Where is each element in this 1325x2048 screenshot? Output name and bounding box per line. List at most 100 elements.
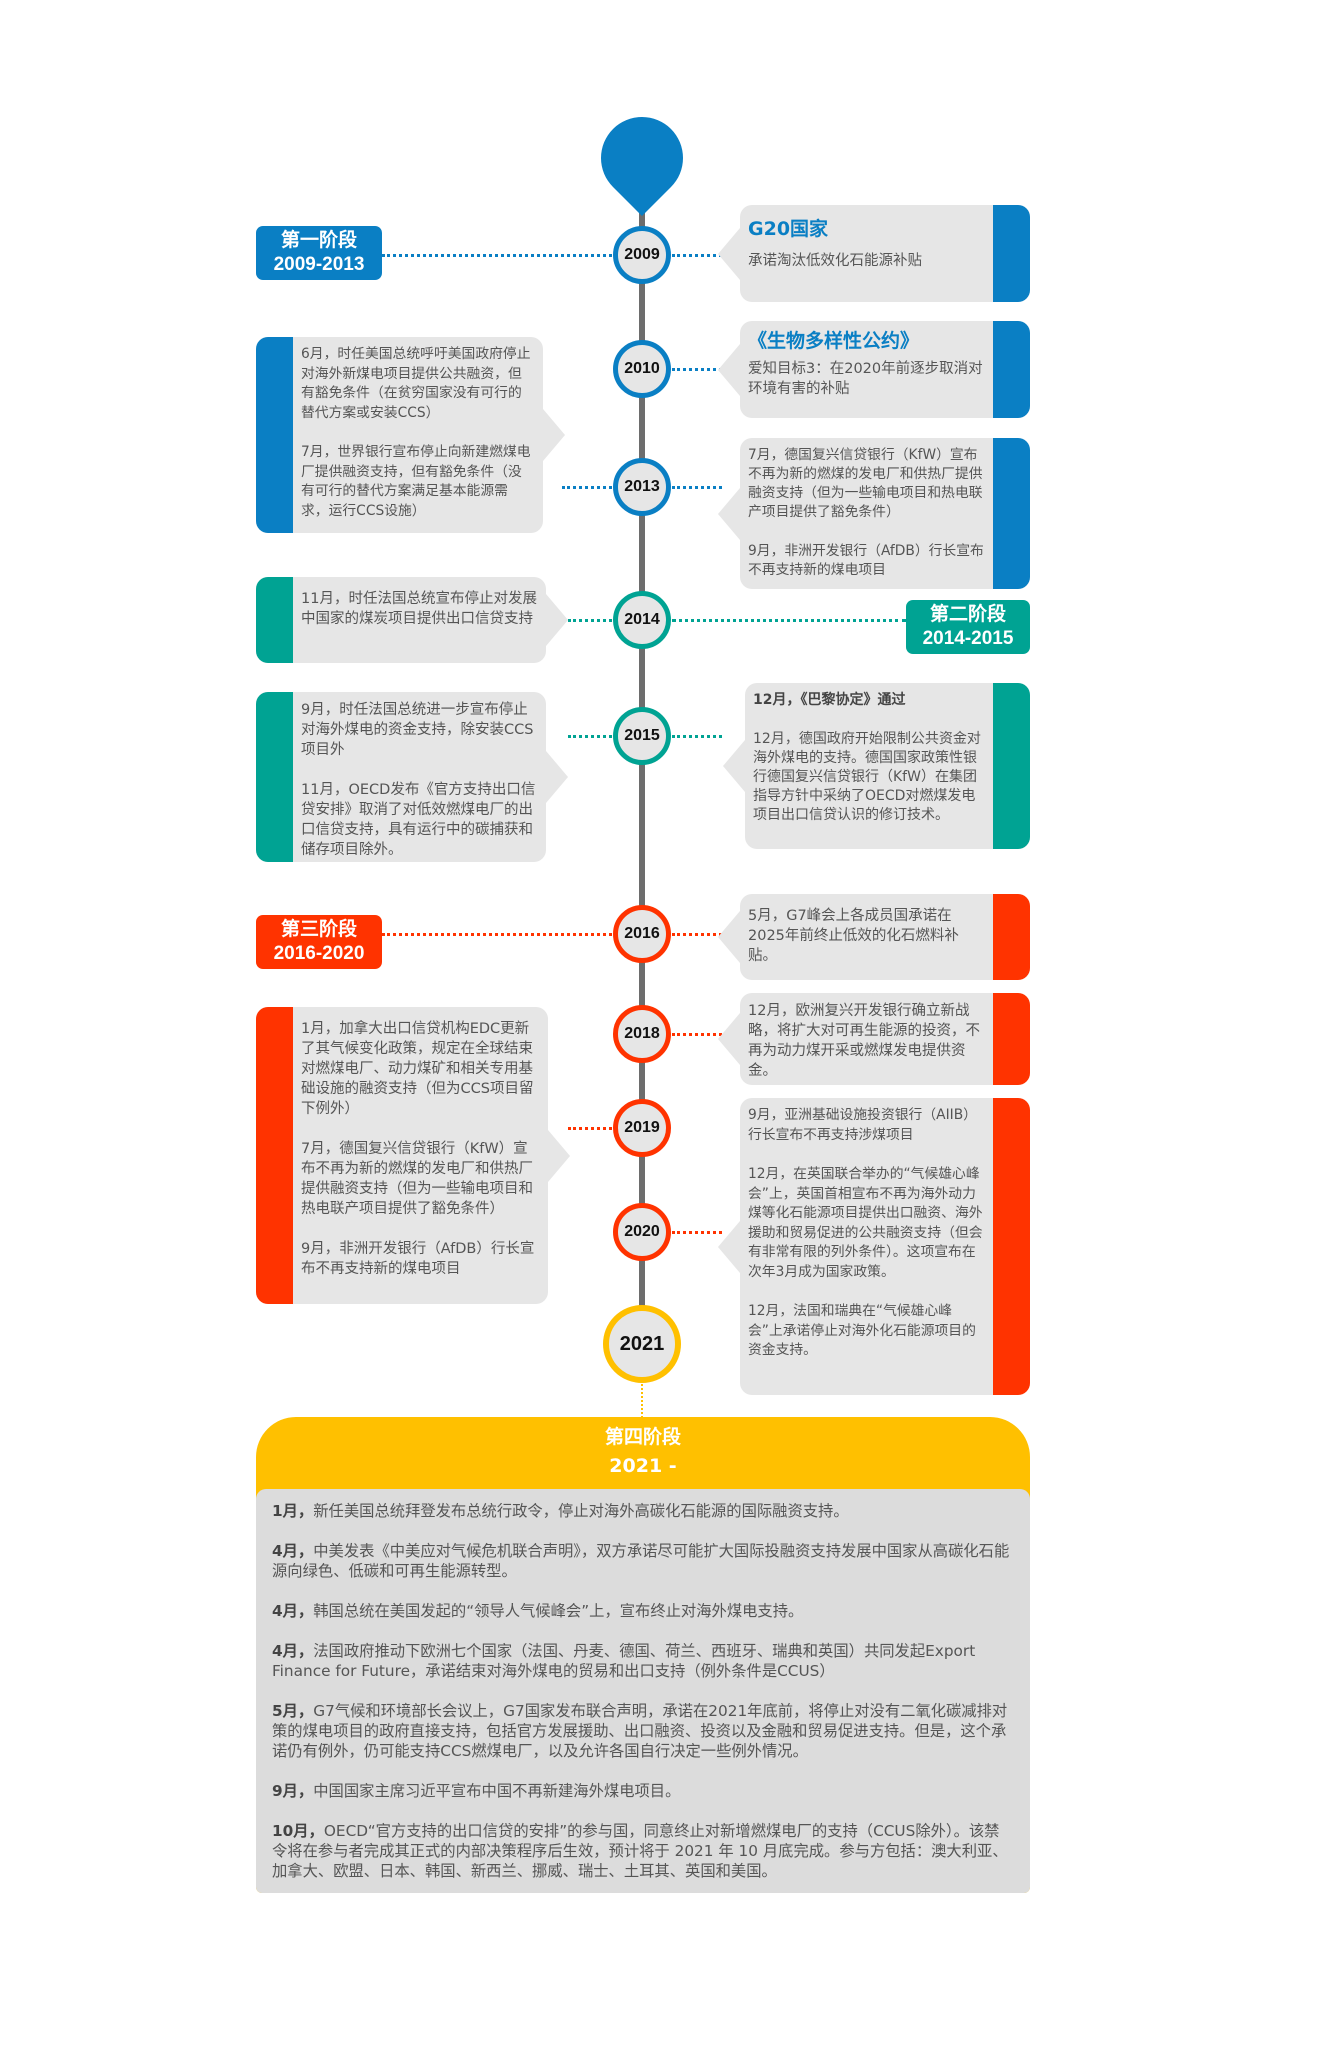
year-2018: 2018 [613, 1005, 671, 1063]
phase-2-label: 第二阶段 2014-2015 [906, 600, 1030, 654]
year-2010: 2010 [613, 340, 671, 398]
item-month: 4月， [272, 1642, 314, 1660]
phase-3-label: 第三阶段 2016-2020 [256, 915, 382, 969]
color-bar [993, 205, 1030, 302]
card-text: 7月，德国复兴信贷银行（KfW）宣布不再为新的燃煤的发电厂和供热厂提供融资支持（… [301, 1141, 533, 1217]
connector [382, 933, 612, 936]
card-text: 9月，非洲开发银行（AfDB）行长宣布不再支持新的煤电项目 [748, 543, 984, 578]
card-text: 12月，《巴黎协定》通过 [753, 692, 906, 708]
card-2019-left: 1月，加拿大出口信贷机构EDC更新了其气候变化政策，规定在全球结束对燃煤电厂、动… [256, 1007, 570, 1304]
phase-4-item: 4月，中美发表《中美应对气候危机联合声明》，双方承诺尽可能扩大国际投融资支持发展… [272, 1541, 1014, 1581]
item-text: 中国国家主席习近平宣布中国不再新建海外煤电项目。 [313, 1782, 681, 1800]
year-2020: 2020 [613, 1203, 671, 1261]
item-text: 新任美国总统拜登发布总统行政令，停止对海外高碳化石能源的国际融资支持。 [313, 1502, 849, 1520]
year-2009: 2009 [613, 226, 671, 284]
connector [382, 254, 612, 257]
card-text: 6月，时任美国总统呼吁美国政府停止对海外新煤电项目提供公共融资，但有豁免条件（在… [301, 346, 531, 421]
item-text: OECD“官方支持的出口信贷的安排”的参与国，同意终止对新增燃煤电厂的支持（CC… [272, 1822, 1008, 1880]
card-text: 爱知目标3：在2020年前逐步取消对环境有害的补贴 [748, 361, 983, 397]
connector [672, 254, 722, 257]
connector [562, 486, 612, 489]
card-2010-2013-left: 6月，时任美国总统呼吁美国政府停止对海外新煤电项目提供公共融资，但有豁免条件（在… [256, 337, 565, 533]
item-month: 1月， [272, 1502, 314, 1520]
connector [568, 1127, 612, 1130]
card-text: 12月，德国政府开始限制公共资金对海外煤电的支持。德国国家政策性银行德国复兴信贷… [753, 731, 981, 823]
card-2018-right: 12月，欧洲复兴开发银行确立新战略，将扩大对可再生能源的投资，不再为动力煤开采或… [718, 993, 1030, 1085]
card-2016-right: 5月，G7峰会上各成员国承诺在2025年前终止低效的化石燃料补贴。 [718, 894, 1030, 980]
item-month: 4月， [272, 1602, 314, 1620]
color-bar [993, 321, 1030, 418]
year-2015: 2015 [613, 707, 671, 765]
phase-4-item: 10月，OECD“官方支持的出口信贷的安排”的参与国，同意终止对新增燃煤电厂的支… [272, 1821, 1014, 1881]
card-2019-2020-right: 9月，亚洲基础设施投资银行（AIIB）行长宣布不再支持涉煤项目 12月，在英国联合… [718, 1098, 1030, 1395]
color-bar [256, 337, 293, 533]
phase-years: 2021 - [609, 1455, 677, 1477]
phase-years: 2014-2015 [922, 628, 1014, 649]
card-text: 9月，时任法国总统进一步宣布停止对海外煤电的资金支持，除安装CCS项目外 [301, 702, 534, 758]
card-2015-left: 9月，时任法国总统进一步宣布停止对海外煤电的资金支持，除安装CCS项目外 11月，… [256, 692, 568, 862]
color-bar [993, 894, 1030, 980]
connector-2021 [641, 1384, 643, 1418]
phase-4-item: 5月，G7气候和环境部长会议上，G7国家发布联合声明，承诺在2021年底前，将停… [272, 1701, 1014, 1761]
phase-4-item: 4月，法国政府推动下欧洲七个国家（法国、丹麦、德国、荷兰、西班牙、瑞典和英国）共… [272, 1641, 1014, 1681]
card-text: 7月，德国复兴信贷银行（KfW）宣布不再为新的燃煤的发电厂和供热厂提供融资支持（… [748, 447, 983, 520]
connector [672, 368, 722, 371]
phase-name: 第一阶段 [280, 230, 357, 251]
card-g20: .card.r::before{top:calc(50% - 26px)}.ca… [718, 205, 1030, 302]
connector [672, 933, 722, 936]
card-text: 7月，世界银行宣布停止向新建燃煤电厂提供融资支持，但有豁免条件（没有可行的替代方… [301, 444, 531, 519]
item-text: 韩国总统在美国发起的“领导人气候峰会”上，宣布终止对海外煤电支持。 [313, 1602, 804, 1620]
phase-4-header: 第四阶段 2021 - [256, 1417, 1030, 1489]
item-month: 9月， [272, 1782, 314, 1800]
color-bar [993, 1098, 1030, 1395]
connector [672, 1033, 722, 1036]
color-bar [993, 438, 1030, 589]
year-2013: 2013 [613, 458, 671, 516]
card-text: 9月，非洲开发银行（AfDB）行长宣布不再支持新的煤电项目 [301, 1241, 535, 1277]
connector [672, 735, 722, 738]
card-text: 12月，在英国联合举办的“气候雄心峰会”上，英国首相宣布不再为海外动力煤等化石能… [748, 1166, 983, 1280]
card-2014-left: 11月，时任法国总统宣布停止对发展中国家的煤炭项目提供出口信贷支持 [256, 577, 568, 663]
connector [672, 619, 906, 622]
phase-years: 2016-2020 [273, 943, 365, 964]
card-text: 1月，加拿大出口信贷机构EDC更新了其气候变化政策，规定在全球结束对燃煤电厂、动… [301, 1021, 534, 1117]
phase-4-item: 1月，新任美国总统拜登发布总统行政令，停止对海外高碳化石能源的国际融资支持。 [272, 1501, 1014, 1521]
phase-name: 第四阶段 [604, 1426, 681, 1448]
card-cbd: 《生物多样性公约》爱知目标3：在2020年前逐步取消对环境有害的补贴 [718, 321, 1030, 418]
color-bar [256, 577, 293, 663]
year-2019: 2019 [613, 1099, 671, 1157]
item-text: 法国政府推动下欧洲七个国家（法国、丹麦、德国、荷兰、西班牙、瑞典和英国）共同发起… [272, 1642, 976, 1680]
card-text: 11月，OECD发布《官方支持出口信贷安排》取消了对低效燃煤电厂的出口信贷支持，… [301, 782, 536, 858]
card-text: 9月，亚洲基础设施投资银行（AIIB）行长宣布不再支持涉煤项目 [748, 1107, 977, 1143]
item-text: 中美发表《中美应对气候危机联合声明》，双方承诺尽可能扩大国际投融资支持发展中国家… [272, 1542, 1010, 1580]
year-2021: 2021 [603, 1305, 681, 1383]
phase-name: 第二阶段 [929, 604, 1006, 625]
color-bar [256, 692, 293, 862]
phase-4-item: 4月，韩国总统在美国发起的“领导人气候峰会”上，宣布终止对海外煤电支持。 [272, 1601, 1014, 1621]
year-2014: 2014 [613, 591, 671, 649]
connector [672, 1231, 722, 1234]
card-2013-right: 7月，德国复兴信贷银行（KfW）宣布不再为新的燃煤的发电厂和供热厂提供融资支持（… [718, 438, 1030, 589]
item-month: 10月， [272, 1822, 324, 1840]
color-bar [256, 1007, 293, 1304]
color-bar [993, 993, 1030, 1085]
phase-1-label: 第一阶段 2009-2013 [256, 226, 382, 280]
item-month: 4月， [272, 1542, 314, 1560]
phase-years: 2009-2013 [273, 254, 365, 275]
phase-4-panel: 第四阶段 2021 - 1月，新任美国总统拜登发布总统行政令，停止对海外高碳化石能… [256, 1417, 1030, 1893]
item-text: G7气候和环境部长会议上，G7国家发布联合声明，承诺在2021年底前，将停止对没… [272, 1702, 1008, 1760]
card-title: 《生物多样性公约》 [748, 330, 920, 352]
card-text: 承诺淘汰低效化石能源补贴 [748, 253, 922, 269]
card-text: 12月，欧洲复兴开发银行确立新战略，将扩大对可再生能源的投资，不再为动力煤开采或… [748, 1003, 980, 1079]
card-title: G20国家 [748, 218, 829, 240]
connector [568, 735, 612, 738]
phase-4-list: 1月，新任美国总统拜登发布总统行政令，停止对海外高碳化石能源的国际融资支持。 4月… [256, 1489, 1030, 1893]
map-pin-icon [584, 100, 700, 216]
card-text: 11月，时任法国总统宣布停止对发展中国家的煤炭项目提供出口信贷支持 [301, 591, 537, 627]
phase-4-item: 9月，中国国家主席习近平宣布中国不再新建海外煤电项目。 [272, 1781, 1014, 1801]
card-text: 12月，法国和瑞典在“气候雄心峰会”上承诺停止对海外化石能源项目的资金支持。 [748, 1303, 976, 1358]
connector [672, 486, 722, 489]
item-month: 5月， [272, 1702, 314, 1720]
connector [568, 619, 612, 622]
phase-name: 第三阶段 [280, 919, 357, 940]
